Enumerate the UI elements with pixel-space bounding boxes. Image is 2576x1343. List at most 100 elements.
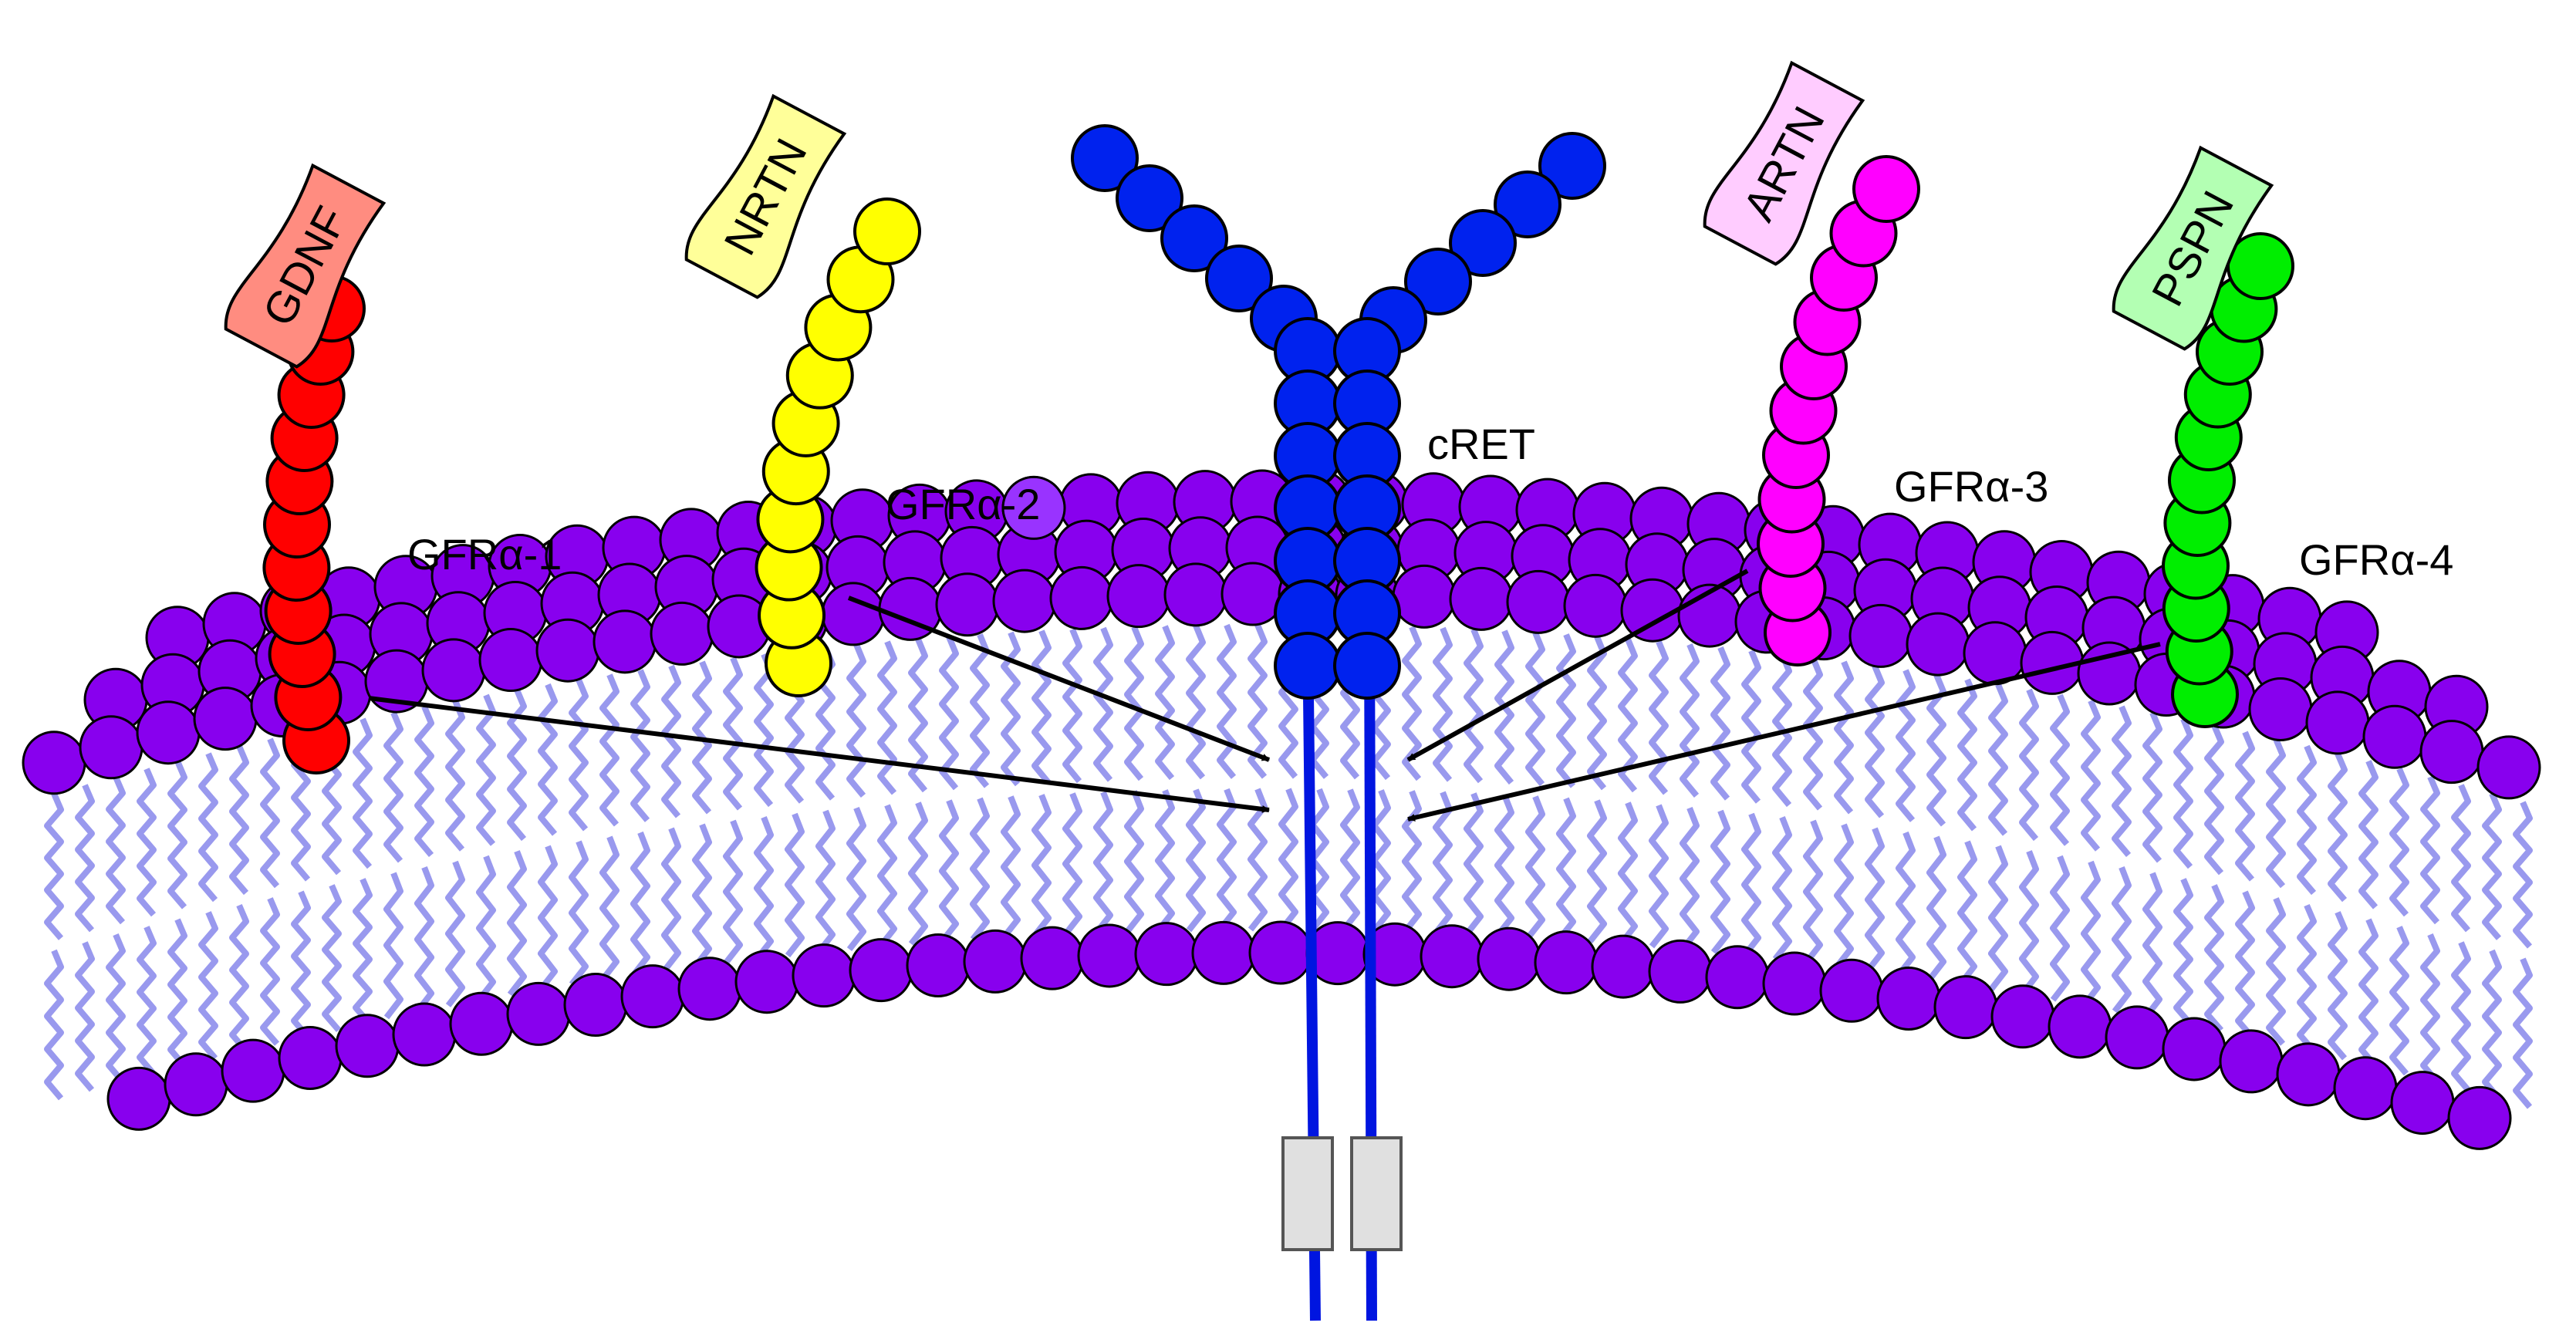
lipid-head <box>79 715 143 780</box>
lipid-tail <box>137 926 157 1076</box>
lipid-tail <box>2358 918 2378 1068</box>
gfra3-label: GFRα-3 <box>1894 462 2048 511</box>
cret-bead <box>1333 632 1401 700</box>
lipid-head <box>1049 565 1114 630</box>
lipid-tail <box>1093 791 1113 935</box>
lipid-tail <box>1896 669 1916 822</box>
lipid-tail <box>846 806 866 952</box>
lipid-head <box>478 628 543 693</box>
lipid-tail <box>167 918 187 1068</box>
lipid-head <box>992 569 1057 633</box>
lipid-tail <box>414 705 434 858</box>
lipid-tail <box>137 768 157 917</box>
lipid-head <box>1762 951 1827 1016</box>
lipid-tail <box>1093 626 1113 782</box>
lipid-tail <box>476 693 496 846</box>
lipid-tail <box>414 866 434 1014</box>
lipid-tail <box>630 669 650 822</box>
lipid-tail <box>2513 801 2533 949</box>
cret-bead <box>1160 204 1228 272</box>
lipid-tail <box>846 643 866 798</box>
lipid-tail <box>198 911 218 1061</box>
lipid-tail <box>322 884 342 1033</box>
lipid-tail <box>106 933 126 1084</box>
lipid-tail <box>785 812 805 958</box>
lipid-tail <box>1001 631 1021 787</box>
lipid-head <box>1933 975 1998 1040</box>
binding-arrow <box>368 696 1270 813</box>
lipid-head <box>620 964 685 1029</box>
lipid-head <box>1705 945 1770 1010</box>
lipid-tail <box>2204 724 2224 876</box>
lipid-head <box>2447 1085 2512 1150</box>
lipid-head <box>2305 690 2370 755</box>
lipid-head <box>1449 566 1514 631</box>
lipid-tail <box>167 760 187 909</box>
lipid-tail <box>1062 628 1082 784</box>
lipid-tail <box>1957 840 1977 987</box>
lipid-tail <box>2142 711 2162 863</box>
coreceptor-bead <box>1852 155 1920 223</box>
lipid-tail <box>383 872 403 1020</box>
lipid-head <box>1906 612 1970 677</box>
lipid-head <box>2276 1042 2341 1107</box>
lipid-tail <box>2235 890 2255 1039</box>
lipid-tail <box>692 823 712 969</box>
gfra1-label: GFRα-1 <box>407 530 562 579</box>
cret-bead <box>1449 209 1517 277</box>
binding-arrow <box>1407 642 2161 822</box>
lipid-tail <box>1587 799 1607 943</box>
cret-bead <box>1274 632 1342 700</box>
nrtn-flag <box>684 93 847 299</box>
lipid-tail <box>1001 795 1021 940</box>
cret-bead <box>1071 124 1139 192</box>
lipid-tail <box>2173 717 2193 869</box>
lipid-tail <box>1803 819 1823 965</box>
lipid-tail <box>599 835 620 982</box>
lipid-tail <box>1556 633 1576 788</box>
lipid-head <box>1819 958 1884 1023</box>
cret-bead <box>1404 248 1472 316</box>
lipid-head <box>1506 569 1571 634</box>
lipid-head <box>1963 621 2027 686</box>
lipid-head <box>1077 923 1142 988</box>
lipid-tail <box>445 860 465 1007</box>
lipid-head <box>221 1038 285 1103</box>
lipid-tail <box>1371 789 1391 933</box>
lipid-tail <box>2204 884 2224 1033</box>
lipid-tail <box>1587 635 1607 791</box>
lipid-head <box>1134 922 1199 987</box>
lipid-tail <box>1217 788 1237 932</box>
lipid-head <box>1990 984 2055 1049</box>
lipid-head <box>734 950 799 1014</box>
lipid-tail <box>1278 788 1298 932</box>
lipid-tail <box>507 688 527 842</box>
ligand-flags: GDNF NRTN ARTN PSPN <box>224 60 2274 369</box>
lipid-tail <box>2328 911 2348 1061</box>
pspn-flag <box>2112 145 2274 351</box>
labels-layer: cRET GFRα-1 GFRα-2 GFRα-3 GFRα-4 <box>407 420 2453 584</box>
coreceptor-bead <box>853 197 921 265</box>
lipid-head <box>1848 603 1913 668</box>
lipid-tail <box>2173 878 2193 1026</box>
lipid-tail <box>538 845 558 991</box>
lipid-tail <box>291 890 311 1039</box>
lipid-tail <box>353 878 373 1026</box>
lipid-tail <box>1988 683 2008 836</box>
lipid-tail <box>1124 626 1144 781</box>
lipid-tail <box>1741 650 1761 804</box>
lipid-tail <box>970 633 990 788</box>
cret-bead <box>1494 170 1561 238</box>
lipid-tail <box>2389 768 2409 917</box>
lipid-head <box>392 1002 457 1067</box>
lipid-head <box>506 981 571 1046</box>
lipid-head <box>593 609 657 674</box>
lipid-head <box>1420 924 1484 989</box>
lipid-tails-layer <box>44 623 2533 1109</box>
lipid-tail <box>630 831 650 977</box>
lipid-tail <box>2019 688 2039 842</box>
lipid-tail <box>2050 693 2070 846</box>
lipid-tail <box>44 792 64 940</box>
lipid-head <box>2162 1017 2227 1081</box>
lipid-tail <box>106 775 126 925</box>
